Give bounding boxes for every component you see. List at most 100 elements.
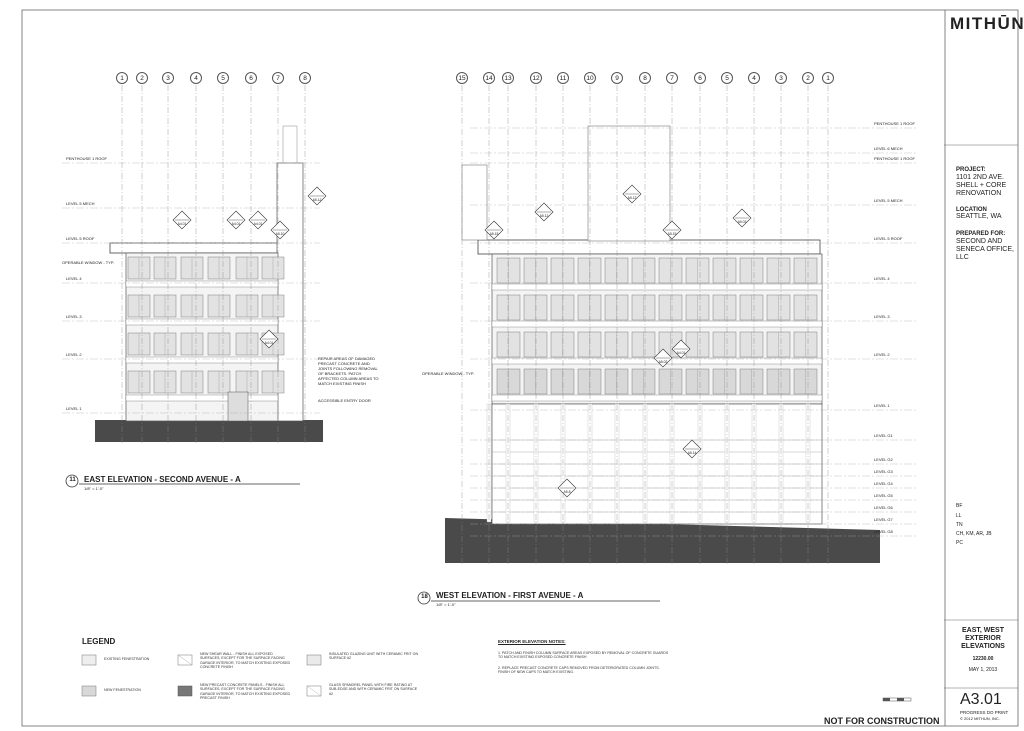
west-drawing-title: WEST ELEVATION - FIRST AVENUE - A: [436, 591, 584, 600]
east-level-label: LEVEL 3: [66, 314, 82, 319]
west-grid-bubble: 4: [748, 72, 760, 84]
east-drawing-title: EAST ELEVATION - SECOND AVENUE - A: [84, 475, 241, 484]
east-floor-band: [125, 356, 279, 364]
sheet-border: [21, 9, 1019, 727]
east-grid-bubble: 7: [272, 72, 284, 84]
west-grid-bubble: 9: [611, 72, 623, 84]
initials-checked-by: TN: [956, 522, 963, 528]
east-tower-top: [282, 125, 298, 164]
legend-item-igu-frit: INSULATED GLAZING UNIT WITH CERAMIC FRIT…: [329, 652, 419, 661]
section-callout: A5.10: [270, 220, 290, 240]
section-callout: A5.15: [662, 220, 682, 240]
east-grid-bubble: 5: [217, 72, 229, 84]
east-note-entry-door: ACCESSIBLE ENTRY DOOR: [318, 398, 371, 403]
east-level-label: LEVEL 4: [66, 276, 82, 281]
exterior-notes-title: EXTERIOR ELEVATION NOTES:: [498, 639, 566, 644]
east-drawing-number-circle: [65, 474, 79, 488]
east-grid-bubble: 4: [190, 72, 202, 84]
copyright: © 2012 MITHUN, INC.: [960, 716, 1000, 721]
legend-item-new-shear-wall: NEW SHEAR WALL - FINISH ALL EXPOSED SURF…: [200, 652, 291, 670]
west-level-label: LEVEL G1: [874, 433, 893, 438]
west-level-label: LEVEL 6 MECH: [874, 146, 903, 151]
section-callout: A5.12: [622, 184, 642, 204]
west-level-label: PENTHOUSE 1 ROOF: [874, 121, 915, 126]
project-label: PROJECT:: [956, 167, 986, 173]
west-ground: [445, 518, 880, 563]
legend-item-existing-fenestration: EXISTING FENESTRATION: [104, 657, 150, 661]
west-level-lines: [470, 127, 918, 537]
initials-team: CH, KM, AR, JB: [956, 531, 992, 537]
exterior-note-2: 2. REPLACE PRECAST CONCRETE CAPS REMOVED…: [498, 666, 660, 675]
legend-item-new-fenestration: NEW FENESTRATION: [104, 688, 141, 692]
callout-text: A5.8: [564, 490, 571, 494]
west-grid-bubble: 11: [557, 72, 569, 84]
west-grid-bubble: 12: [530, 72, 542, 84]
project-name: 1101 2ND AVE. SHELL + CORE RENOVATION: [956, 174, 1007, 197]
legend-swatch-igu-frit: [306, 654, 322, 666]
east-level-label: LEVEL 2: [66, 352, 82, 357]
east-grid-bubble: 6: [245, 72, 257, 84]
section-callout: A4.01: [248, 210, 268, 230]
east-grid-lines: [121, 85, 306, 445]
section-callout: A4.01: [259, 329, 279, 349]
west-grid-bubble: 6: [694, 72, 706, 84]
west-level-label: LEVEL G2: [874, 457, 893, 462]
sheet-number: A3.01: [960, 691, 1002, 708]
legend-swatch-existing-fenestration: [81, 654, 97, 666]
section-callout: A5.12: [534, 202, 554, 222]
east-level-label: LEVEL 5 ROOF: [66, 236, 95, 241]
west-windows: [491, 257, 823, 402]
west-elevation: [445, 85, 918, 565]
section-callout: A5.14: [682, 439, 702, 459]
west-level-label: LEVEL 5 ROOF: [874, 236, 903, 241]
legend-swatch-new-precast: [177, 685, 193, 697]
east-roof-parapet: [109, 242, 291, 254]
callout-text: A5.10: [276, 232, 285, 236]
east-grid-bubble: 2: [136, 72, 148, 84]
callout-text: A4.01: [178, 222, 187, 226]
callout-text: A5.15: [490, 232, 499, 236]
east-floor-band: [125, 394, 279, 402]
east-level-lines: [62, 162, 320, 414]
sheet-date: MAY 1, 2013: [968, 667, 998, 673]
west-grid-bubble: 15: [456, 72, 468, 84]
east-windows: [125, 256, 285, 422]
section-callout: A4.01: [671, 339, 691, 359]
east-floor-band: [125, 318, 279, 326]
legend-title: LEGEND: [82, 637, 116, 646]
west-grid-bubble: 3: [775, 72, 787, 84]
location-label: LOCATION: [956, 207, 987, 213]
callout-text: A4.01: [232, 222, 241, 226]
client-name: SECOND AND SENECA OFFICE, LLC: [956, 238, 1014, 261]
west-penthouse: [587, 125, 671, 242]
east-entry-door: [227, 391, 249, 422]
callout-text: A4.01: [254, 222, 263, 226]
west-level-label: LEVEL 2: [874, 352, 890, 357]
west-drawing-number: 18: [421, 594, 428, 600]
west-drawing-scale: 1/8" = 1'-0": [436, 602, 456, 607]
east-note-repair: REPAIR AREAS OF DAMAGED PRECAST CONCRETE…: [318, 356, 379, 386]
west-level-label: LEVEL 1: [874, 403, 890, 408]
west-floor-band: [491, 394, 823, 402]
east-floor-band: [125, 280, 279, 288]
east-elevation: [62, 85, 323, 445]
west-note-operable-window: OPERABLE WINDOW - TYP.: [422, 371, 475, 376]
west-level-label: LEVEL 5 MECH: [874, 198, 903, 203]
callout-text: A5.02: [659, 360, 668, 364]
east-drawing-number: 11: [69, 477, 76, 483]
prepared-for-label: PREPARED FOR:: [956, 231, 1006, 237]
section-callout: A5.8: [557, 478, 577, 498]
not-for-construction-stamp: NOT FOR CONSTRUCTION: [824, 716, 940, 726]
project-number: 12230.00: [972, 656, 994, 662]
callout-text: A5.12: [628, 196, 637, 200]
east-level-label: LEVEL 1: [66, 406, 82, 411]
callout-text: A5.03: [738, 220, 747, 224]
section-callout: A4.01: [172, 210, 192, 230]
sheet-status: PROGRESS DO PRINT: [960, 710, 1009, 715]
west-tower: [461, 164, 488, 241]
east-drawing-scale: 1/8" = 1'-0": [84, 486, 104, 491]
initials-designed-by: LL: [956, 513, 962, 519]
west-grid-bubble: 2: [802, 72, 814, 84]
callout-text: A4.01: [265, 341, 274, 345]
